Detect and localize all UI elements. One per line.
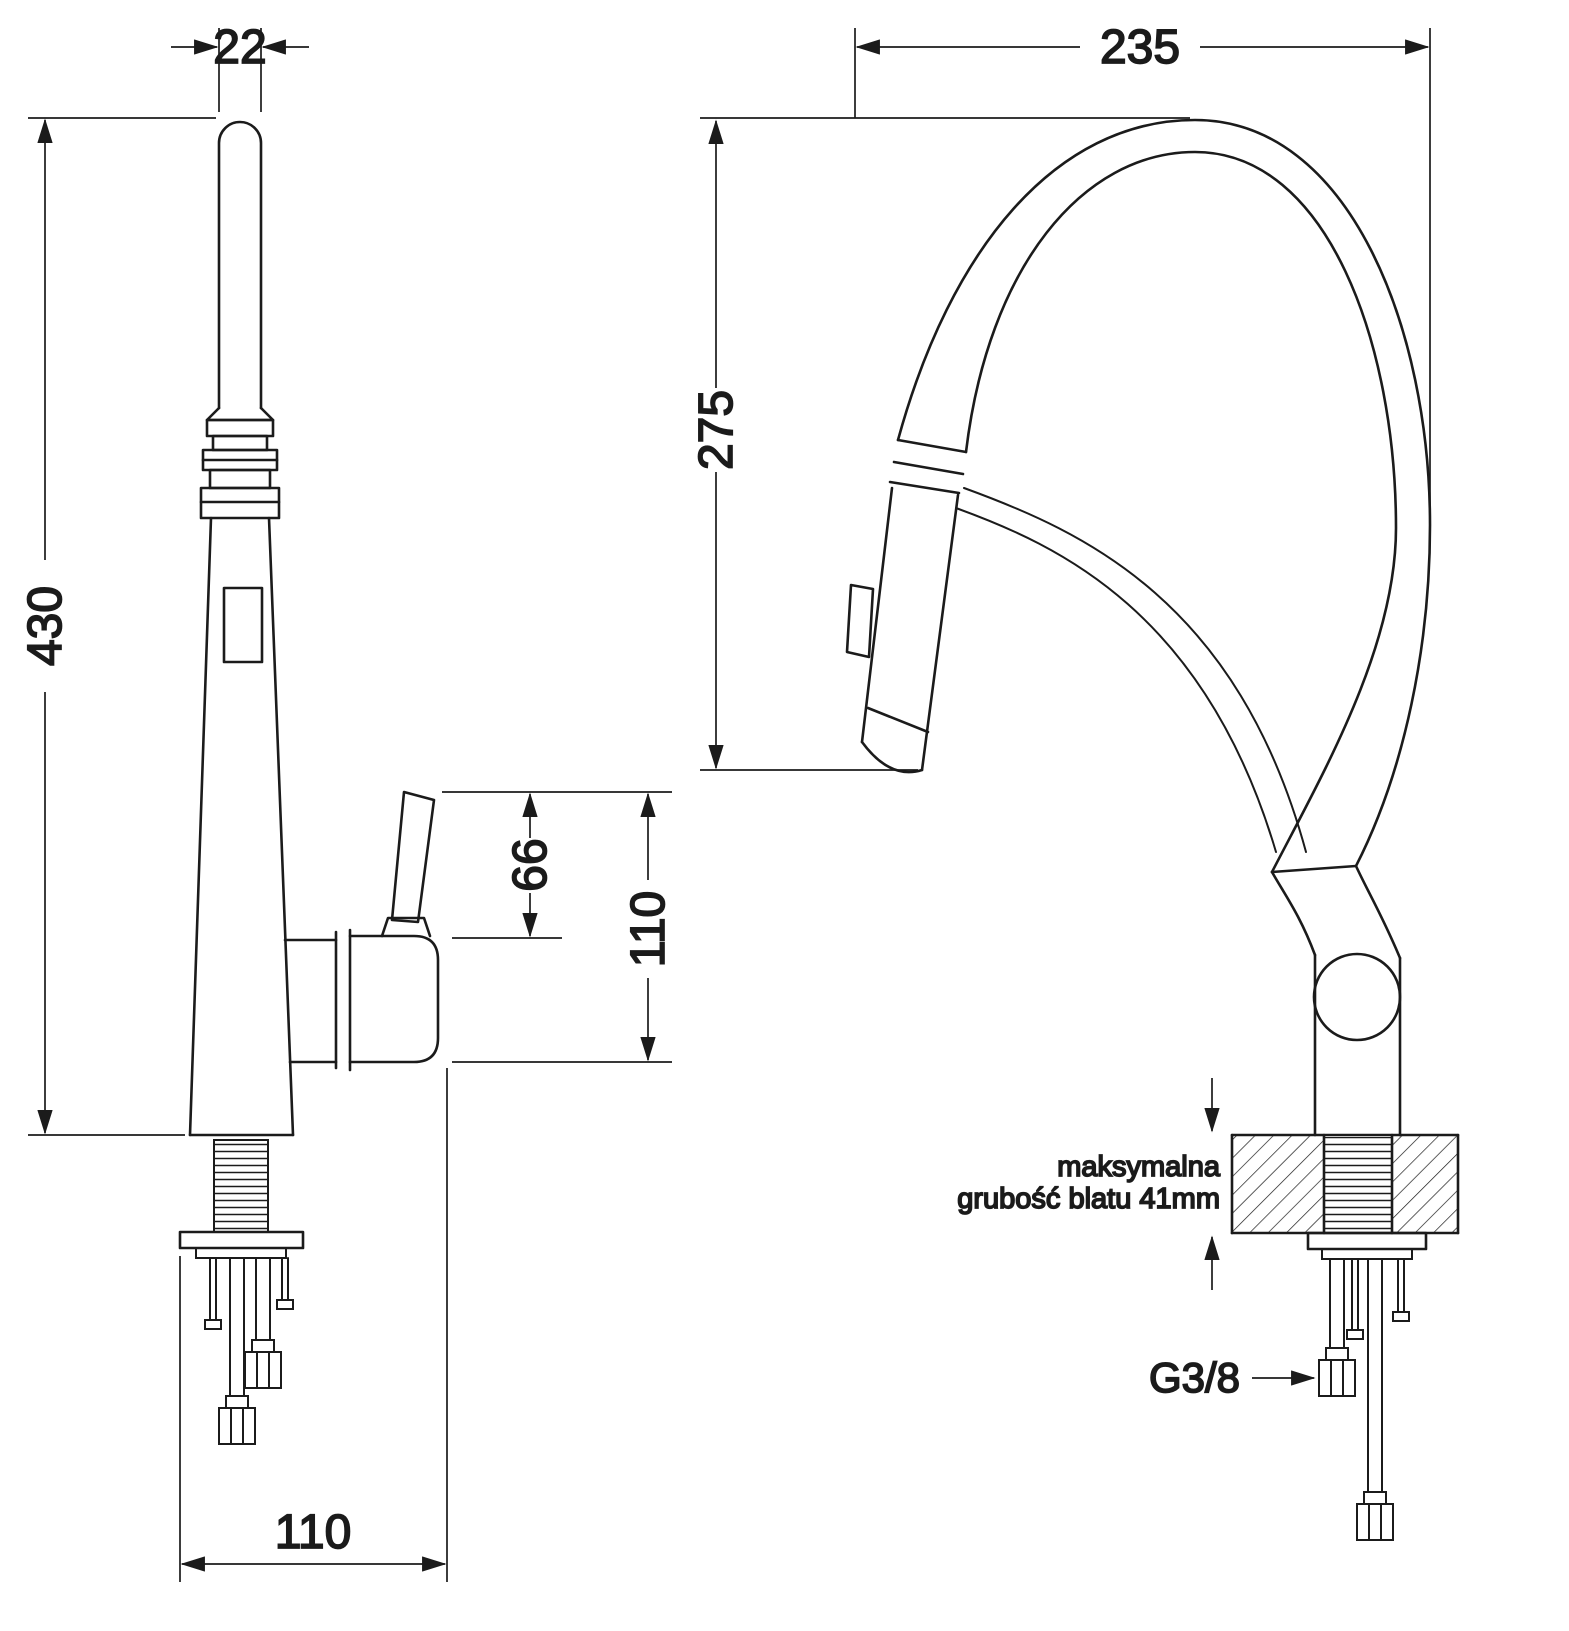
dim-110-side-label: 110 xyxy=(622,891,675,968)
counter-note-line2: grubość blatu 41mm xyxy=(957,1183,1220,1215)
ball-joint xyxy=(1312,952,1402,1042)
handle-pivot xyxy=(380,916,432,938)
left-spout xyxy=(199,120,281,520)
right-body xyxy=(1270,864,1402,1137)
left-mounting-hardware xyxy=(204,1257,294,1445)
left-threads xyxy=(178,1139,305,1259)
dim-110-base: 110 xyxy=(179,1068,448,1582)
dim-235-label: 235 xyxy=(1100,21,1180,74)
dim-275: 275 xyxy=(689,117,1190,771)
counter-block xyxy=(1230,1133,1460,1235)
dim-430-label: 430 xyxy=(19,586,72,666)
counter-note: maksymalna grubość blatu 41mm xyxy=(956,1078,1222,1290)
dim-430: 430 xyxy=(18,117,216,1136)
dim-66-label: 66 xyxy=(504,838,557,891)
right-mounting-hardware xyxy=(1306,1231,1428,1541)
left-body xyxy=(188,516,295,1137)
pullout-hose xyxy=(955,487,1307,853)
hose-nut xyxy=(218,1407,256,1445)
dim-22-label: 22 xyxy=(213,21,266,74)
dim-66: 66 xyxy=(442,791,672,939)
right-view-faucet: maksymalna grubość blatu 41mm G3/8 xyxy=(689,20,1460,1541)
left-handle xyxy=(283,790,440,1072)
g38-callout: G3/8 xyxy=(1148,1353,1316,1402)
dim-235: 235 xyxy=(854,20,1431,505)
handle-lever xyxy=(390,790,436,924)
left-view-faucet: 22 430 66 110 110 xyxy=(18,20,676,1582)
dim-110-side: 110 xyxy=(452,792,676,1063)
g38-label: G3/8 xyxy=(1149,1354,1240,1401)
g38-nut xyxy=(1318,1359,1356,1397)
right-spray-head xyxy=(845,438,968,774)
hose-nut xyxy=(1356,1503,1394,1541)
spray-button xyxy=(845,583,875,659)
hose-nut xyxy=(244,1351,282,1389)
body-display-window xyxy=(222,586,264,664)
counter-note-line1: maksymalna xyxy=(1057,1151,1221,1183)
dim-275-label: 275 xyxy=(690,390,743,470)
dim-22: 22 xyxy=(171,20,309,112)
dim-110-base-label: 110 xyxy=(275,1506,352,1559)
right-hose xyxy=(896,118,1432,874)
